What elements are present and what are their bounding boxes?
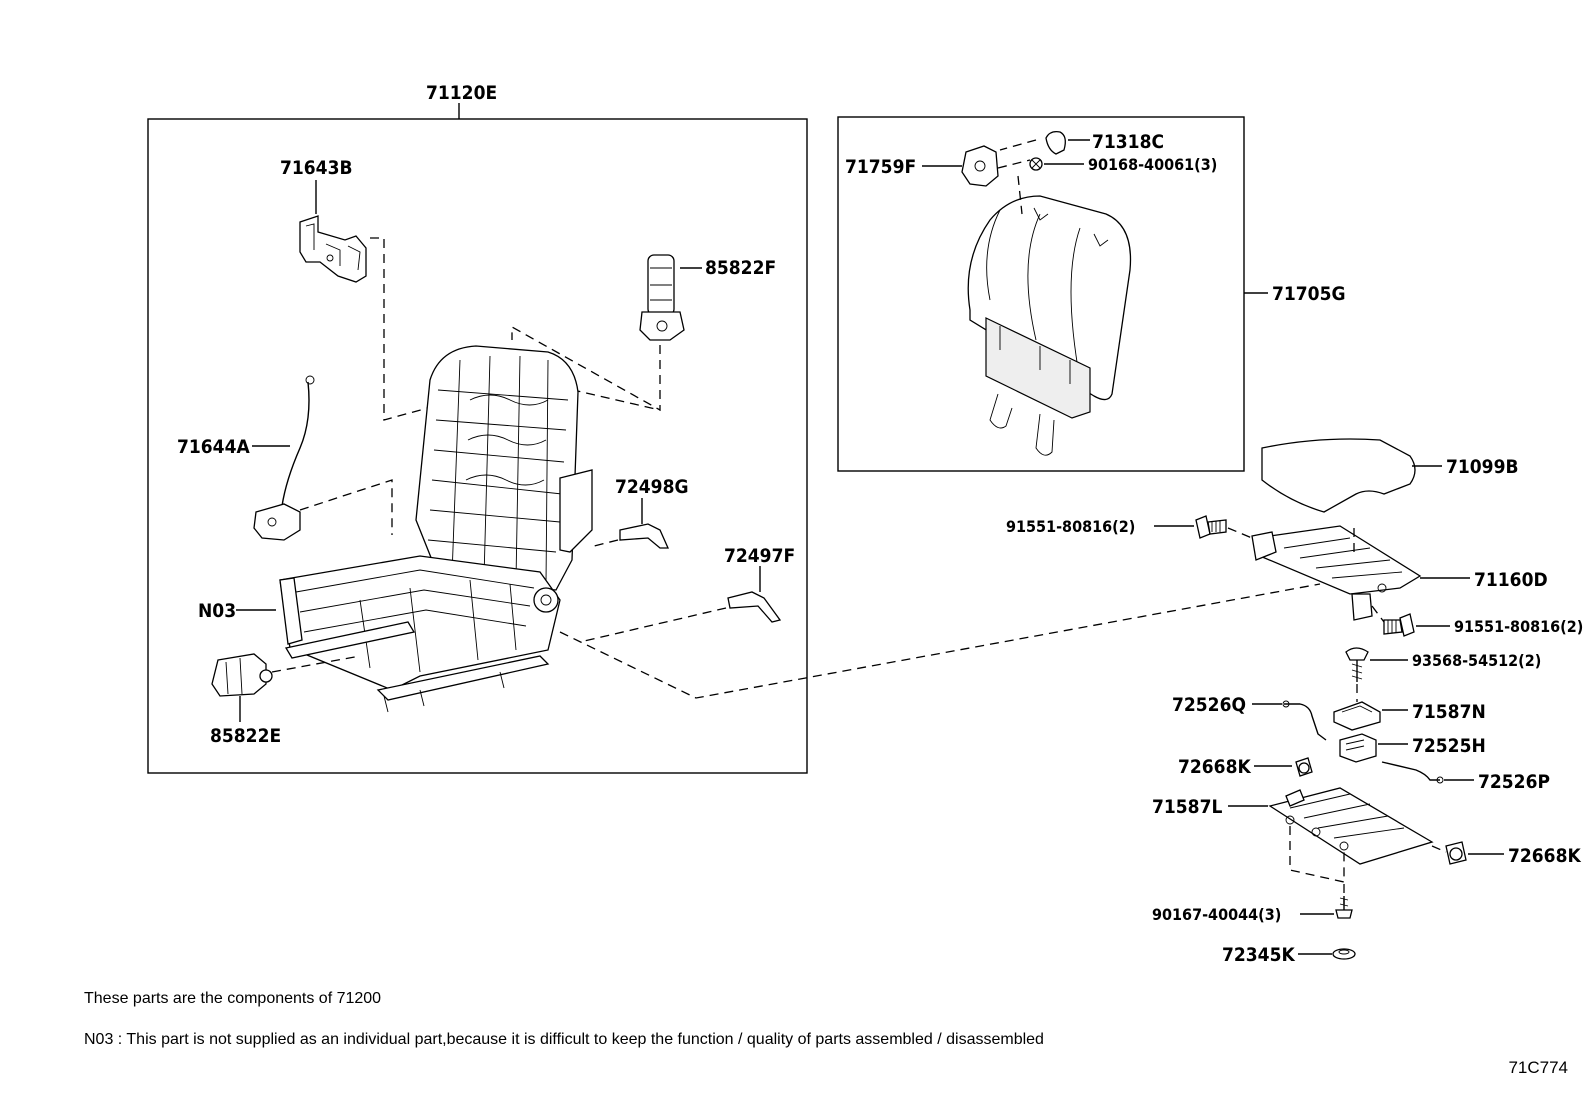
label-72668K-lower[interactable]: 72668K <box>1508 845 1581 867</box>
label-90167-40044[interactable]: 90167-40044(3) <box>1152 905 1281 924</box>
label-72526P[interactable]: 72526P <box>1478 771 1550 793</box>
part-71587N[interactable] <box>1333 701 1381 731</box>
label-72497F[interactable]: 72497F <box>724 545 795 567</box>
label-72498G[interactable]: 72498G <box>615 476 689 498</box>
label-71120E[interactable]: 71120E <box>426 82 497 104</box>
figure-code: 71C774 <box>1508 1058 1568 1077</box>
label-71643B[interactable]: 71643B <box>280 157 353 179</box>
label-71644A[interactable]: 71644A <box>177 436 250 458</box>
part-72526P[interactable] <box>1381 761 1444 784</box>
part-71759F[interactable] <box>961 145 999 187</box>
label-71318C[interactable]: 71318C <box>1092 131 1164 153</box>
label-71759F[interactable]: 71759F <box>845 156 916 178</box>
part-72668K-upper[interactable] <box>1295 757 1313 777</box>
part-72668K-lower[interactable] <box>1445 841 1467 865</box>
label-71160D[interactable]: 71160D <box>1474 569 1548 591</box>
part-93568-54512[interactable] <box>1345 647 1369 682</box>
part-90168-40061[interactable] <box>1029 157 1043 171</box>
label-72345K[interactable]: 72345K <box>1222 944 1295 966</box>
label-91551-80816-left[interactable]: 91551-80816(2) <box>1006 517 1135 536</box>
part-91551-80816-left[interactable] <box>1195 515 1227 539</box>
label-90168-40061[interactable]: 90168-40061(3) <box>1088 155 1217 174</box>
part-90167-40044[interactable] <box>1335 896 1353 919</box>
part-91551-80816-right[interactable] <box>1383 613 1415 637</box>
part-85822E[interactable] <box>211 653 273 697</box>
label-71705G[interactable]: 71705G <box>1272 283 1346 305</box>
part-72497F[interactable] <box>727 591 782 623</box>
part-71644A[interactable] <box>253 375 315 541</box>
label-N03[interactable]: N03 <box>198 600 236 622</box>
label-71587N[interactable]: 71587N <box>1412 701 1486 723</box>
label-85822E[interactable]: 85822E <box>210 725 281 747</box>
part-71587L[interactable] <box>1268 787 1434 865</box>
part-72525H[interactable] <box>1339 733 1377 763</box>
part-72498G[interactable] <box>619 523 670 549</box>
part-N03-seat-frame[interactable] <box>279 345 593 713</box>
part-71099B-cushion-pad[interactable] <box>1261 438 1416 513</box>
components-note: These parts are the components of 71200 <box>84 990 382 1007</box>
label-71099B[interactable]: 71099B <box>1446 456 1519 478</box>
n03-note: N03 : This part is not supplied as an in… <box>84 1031 1044 1048</box>
part-72345K[interactable] <box>1332 948 1356 960</box>
label-72525H[interactable]: 72525H <box>1412 735 1486 757</box>
group-box-71705G <box>837 116 1245 472</box>
part-72526Q[interactable] <box>1282 700 1327 741</box>
label-93568-54512[interactable]: 93568-54512(2) <box>1412 651 1541 670</box>
label-85822F[interactable]: 85822F <box>705 257 776 279</box>
label-72668K-upper[interactable]: 72668K <box>1178 756 1251 778</box>
group-box-71120E <box>147 118 808 774</box>
label-91551-80816-right[interactable]: 91551-80816(2) <box>1454 617 1583 636</box>
label-72526Q[interactable]: 72526Q <box>1172 694 1246 716</box>
part-71160D-cushion-pan[interactable] <box>1251 525 1422 621</box>
part-71643B[interactable] <box>299 215 367 283</box>
part-71705G-seatback-pad[interactable] <box>967 195 1132 456</box>
part-71318C[interactable] <box>1045 130 1066 155</box>
label-71587L[interactable]: 71587L <box>1152 796 1222 818</box>
part-85822F[interactable] <box>639 254 685 341</box>
